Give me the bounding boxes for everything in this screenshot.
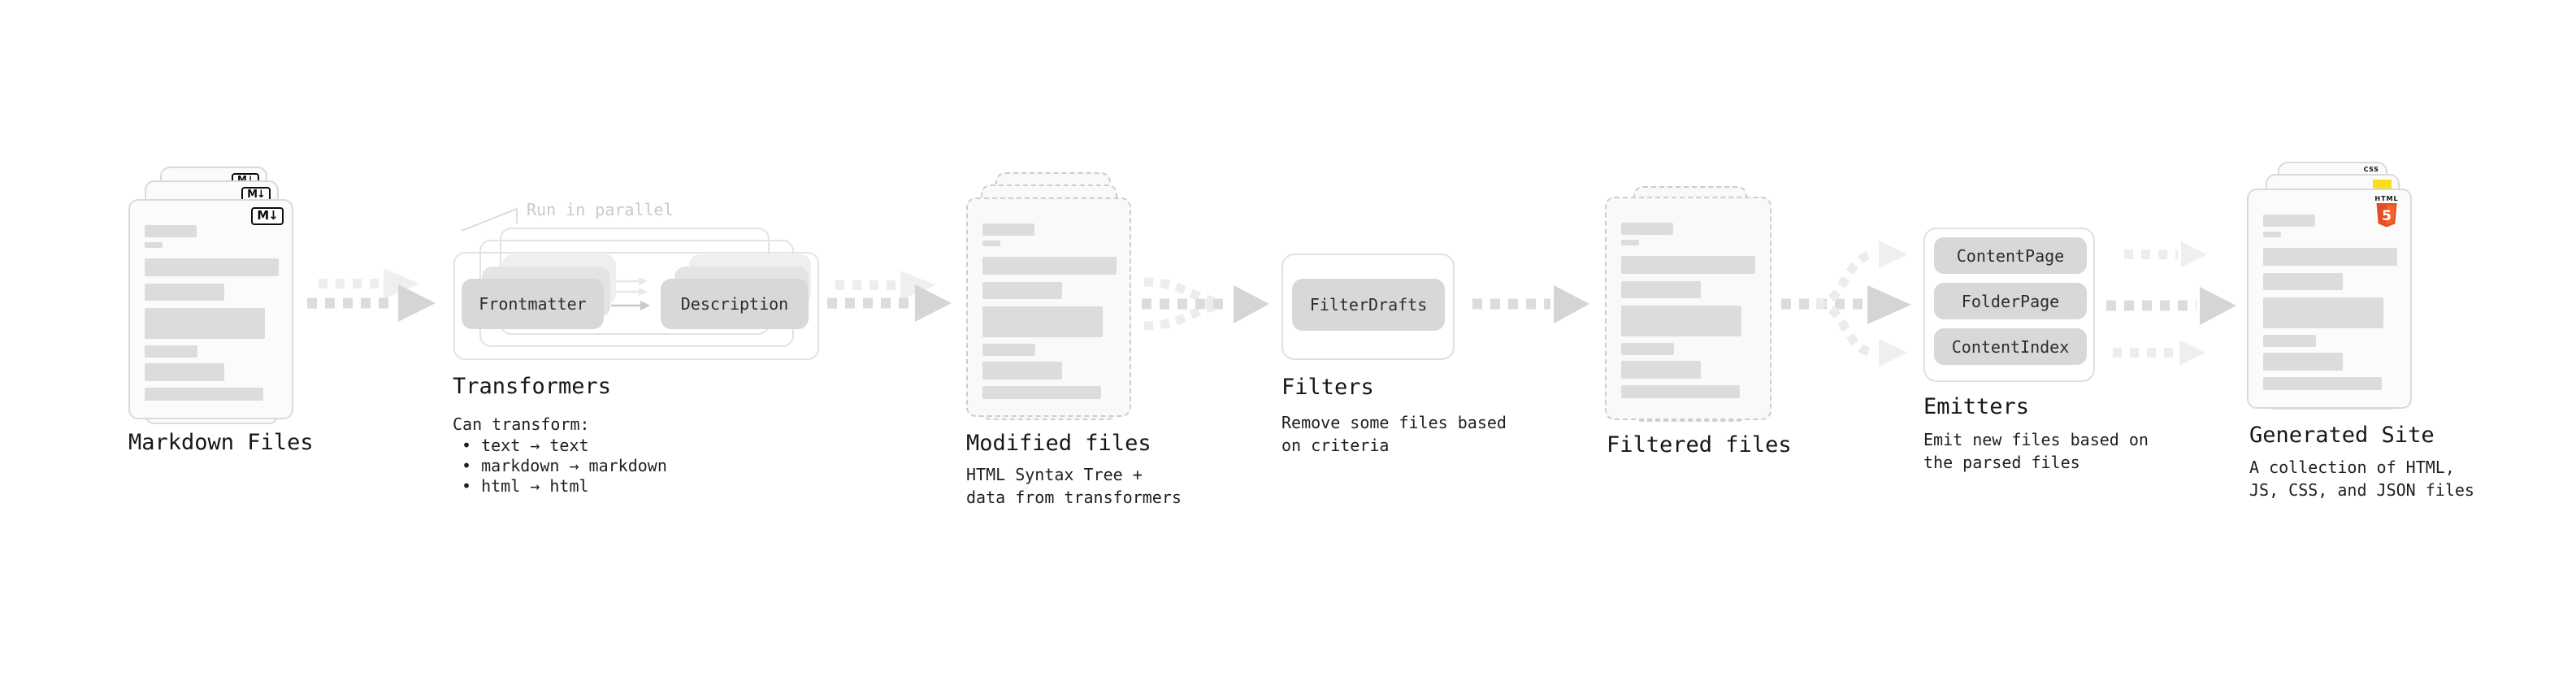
- arrow-modified-to-filters: [1142, 277, 1269, 331]
- arrow-markdown-to-transformers: [307, 268, 436, 322]
- html5-icon: HTML 5: [2373, 195, 2400, 228]
- document-skeleton: [145, 225, 279, 401]
- skeleton-bar: [1621, 343, 1674, 355]
- skeleton-bar: [982, 241, 1000, 246]
- skeleton-bar: [1621, 281, 1701, 298]
- subtitle-line: JS, CSS, and JSON files: [2249, 480, 2474, 500]
- skeleton-bar: [1621, 256, 1755, 274]
- skeleton-bar: [2263, 297, 2383, 328]
- arrow-transformers-to-modified: [827, 271, 952, 322]
- skeleton-bar: [982, 344, 1035, 356]
- skeleton-bar: [1621, 361, 1701, 379]
- generated-site-subtitle: A collection of HTML, JS, CSS, and JSON …: [2249, 456, 2474, 501]
- generated-site-title: Generated Site: [2249, 423, 2435, 448]
- transformer-container-front: [453, 252, 819, 360]
- emitters-subtitle: Emit new files based on the parsed files: [1923, 428, 2149, 474]
- javascript-icon: [2373, 180, 2392, 190]
- run-in-parallel-leader-line: [461, 207, 518, 232]
- bullet-item: • html → html: [462, 476, 589, 496]
- bullet-item: • markdown → markdown: [462, 456, 667, 475]
- skeleton-bar: [982, 386, 1101, 399]
- arrow-filters-to-filtered: [1472, 285, 1589, 323]
- document-skeleton: [2263, 215, 2397, 390]
- document-skeleton: [1621, 223, 1755, 398]
- skeleton-bar: [2263, 232, 2281, 237]
- filtered-files-title: Filtered files: [1607, 432, 1792, 458]
- bullet-item: • text → text: [462, 436, 589, 455]
- emitter-node-folderpage: FolderPage: [1934, 283, 2087, 319]
- skeleton-bar: [145, 308, 265, 339]
- subtitle-line: data from transformers: [966, 488, 1182, 507]
- skeleton-bar: [982, 362, 1062, 380]
- filters-subtitle: Remove some files based on criteria: [1281, 411, 1507, 457]
- skeleton-bar: [145, 242, 163, 248]
- modified-files-title: Modified files: [966, 431, 1151, 456]
- skeleton-bar: [1621, 240, 1639, 245]
- subtitle-line: Emit new files based on: [1923, 430, 2149, 449]
- skeleton-bar: [145, 345, 197, 358]
- skeleton-bar: [145, 284, 224, 301]
- run-in-parallel-annotation: Run in parallel: [527, 200, 674, 219]
- transformers-bullet-list: • text → text • markdown → markdown • ht…: [462, 436, 667, 497]
- css-label: CSS: [2363, 166, 2379, 173]
- subtitle-line: the parsed files: [1923, 453, 2080, 472]
- markdown-icon: M↓: [251, 207, 284, 225]
- description-node: Description: [661, 279, 809, 329]
- transformers-title: Transformers: [453, 374, 612, 399]
- markdown-file-card-front: M↓: [128, 199, 293, 419]
- skeleton-bar: [2263, 377, 2382, 390]
- skeleton-bar: [2263, 353, 2343, 371]
- subtitle-line: A collection of HTML,: [2249, 458, 2455, 477]
- transformer-parallel-arrows: [611, 277, 650, 310]
- subtitle-line: HTML Syntax Tree +: [966, 465, 1143, 484]
- arrow-filtered-to-emitters: [1781, 241, 1911, 367]
- markdown-files-title: Markdown Files: [128, 430, 314, 455]
- skeleton-bar: [982, 257, 1117, 275]
- emitter-node-contentpage: ContentPage: [1934, 237, 2087, 274]
- subtitle-line: Remove some files based: [1281, 413, 1507, 432]
- skeleton-bar: [982, 282, 1062, 299]
- modified-files-subtitle: HTML Syntax Tree + data from transformer…: [966, 463, 1182, 509]
- subtitle-line: on criteria: [1281, 436, 1390, 455]
- skeleton-bar: [1621, 306, 1741, 336]
- skeleton-bar: [145, 363, 224, 381]
- skeleton-bar: [982, 223, 1034, 236]
- skeleton-bar: [2263, 248, 2397, 266]
- skeleton-bar: [145, 388, 263, 401]
- emitter-node-contentindex: ContentIndex: [1934, 328, 2087, 365]
- html5-label: HTML: [2374, 195, 2399, 202]
- html5-shield: 5: [2376, 203, 2397, 228]
- transformers-description: Can transform:: [453, 414, 590, 434]
- modified-file-card-front: [966, 197, 1131, 417]
- generated-file-card-html: HTML 5: [2247, 189, 2412, 409]
- skeleton-bar: [982, 306, 1103, 337]
- svg-text:5: 5: [2382, 208, 2392, 224]
- filters-title: Filters: [1281, 375, 1374, 400]
- skeleton-bar: [145, 258, 279, 276]
- arrows-emitters-to-generated: [2106, 241, 2236, 366]
- emitters-title: Emitters: [1923, 394, 2030, 419]
- skeleton-bar: [1621, 385, 1740, 398]
- skeleton-bar: [1621, 223, 1673, 235]
- filterdrafts-node: FilterDrafts: [1292, 279, 1445, 331]
- skeleton-bar: [2263, 215, 2315, 227]
- skeleton-bar: [2263, 273, 2343, 290]
- filtered-file-card-front: [1605, 197, 1772, 420]
- document-skeleton: [982, 223, 1117, 399]
- skeleton-bar: [145, 225, 197, 237]
- frontmatter-node: Frontmatter: [462, 279, 604, 329]
- skeleton-bar: [2263, 335, 2316, 347]
